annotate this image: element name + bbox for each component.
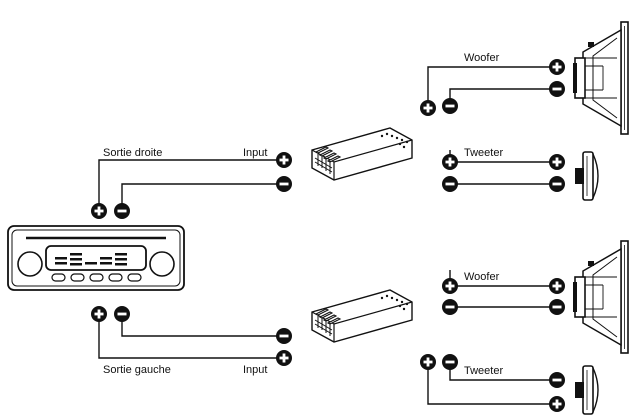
label-tweeter-top: Tweeter [464,147,503,159]
car-radio-head-unit [7,225,185,291]
minus-terminal-icon [114,203,130,219]
plus-terminal-icon [442,278,458,294]
minus-terminal-icon [442,299,458,315]
plus-terminal-icon [549,278,565,294]
plus-terminal-icon [420,354,436,370]
minus-terminal-icon [442,98,458,114]
wire-top-woofer-minus [449,88,557,106]
wire-right-output-plus [98,159,284,211]
wire-left-output-minus [121,314,284,337]
minus-terminal-icon [549,81,565,97]
minus-terminal-icon [549,372,565,388]
plus-terminal-icon [276,152,292,168]
radio-preset-buttons [51,273,142,282]
minus-terminal-icon [442,354,458,370]
plus-terminal-icon [91,306,107,322]
minus-terminal-icon [276,328,292,344]
radio-right-knob-icon [149,251,175,277]
labels: Sortie droite Sortie gauche Input Input … [103,52,503,377]
minus-terminal-icon [442,176,458,192]
tweeter-top [574,151,599,201]
plus-terminal-icon [549,154,565,170]
minus-terminal-icon [549,176,565,192]
label-sortie-droite: Sortie droite [103,147,162,159]
plus-terminal-icon [549,59,565,75]
woofer-top [572,21,629,135]
label-input-bottom: Input [243,364,267,376]
wire-top-woofer-plus [427,66,557,108]
wire-right-output-minus [121,183,284,211]
plus-terminal-icon [91,203,107,219]
wire-left-output-plus [98,314,284,359]
minus-terminal-icon [549,299,565,315]
label-sortie-gauche: Sortie gauche [103,364,171,376]
plus-terminal-icon [442,154,458,170]
plus-terminal-icon [549,396,565,412]
equalizer-icon [55,253,127,266]
radio-left-knob-icon [17,251,43,277]
minus-terminal-icon [276,176,292,192]
tweeter-bottom [574,365,599,415]
plus-terminal-icon [276,350,292,366]
crossover-top [311,127,413,181]
plus-terminal-icon [420,100,436,116]
wire-bottom-tweeter-plus [427,362,557,405]
label-tweeter-bottom: Tweeter [464,365,503,377]
label-woofer-bottom: Woofer [464,271,500,283]
label-input-top: Input [243,147,267,159]
minus-terminal-icon [114,306,130,322]
crossover-bottom [311,289,413,343]
label-woofer-top: Woofer [464,52,500,64]
woofer-bottom [572,240,629,354]
